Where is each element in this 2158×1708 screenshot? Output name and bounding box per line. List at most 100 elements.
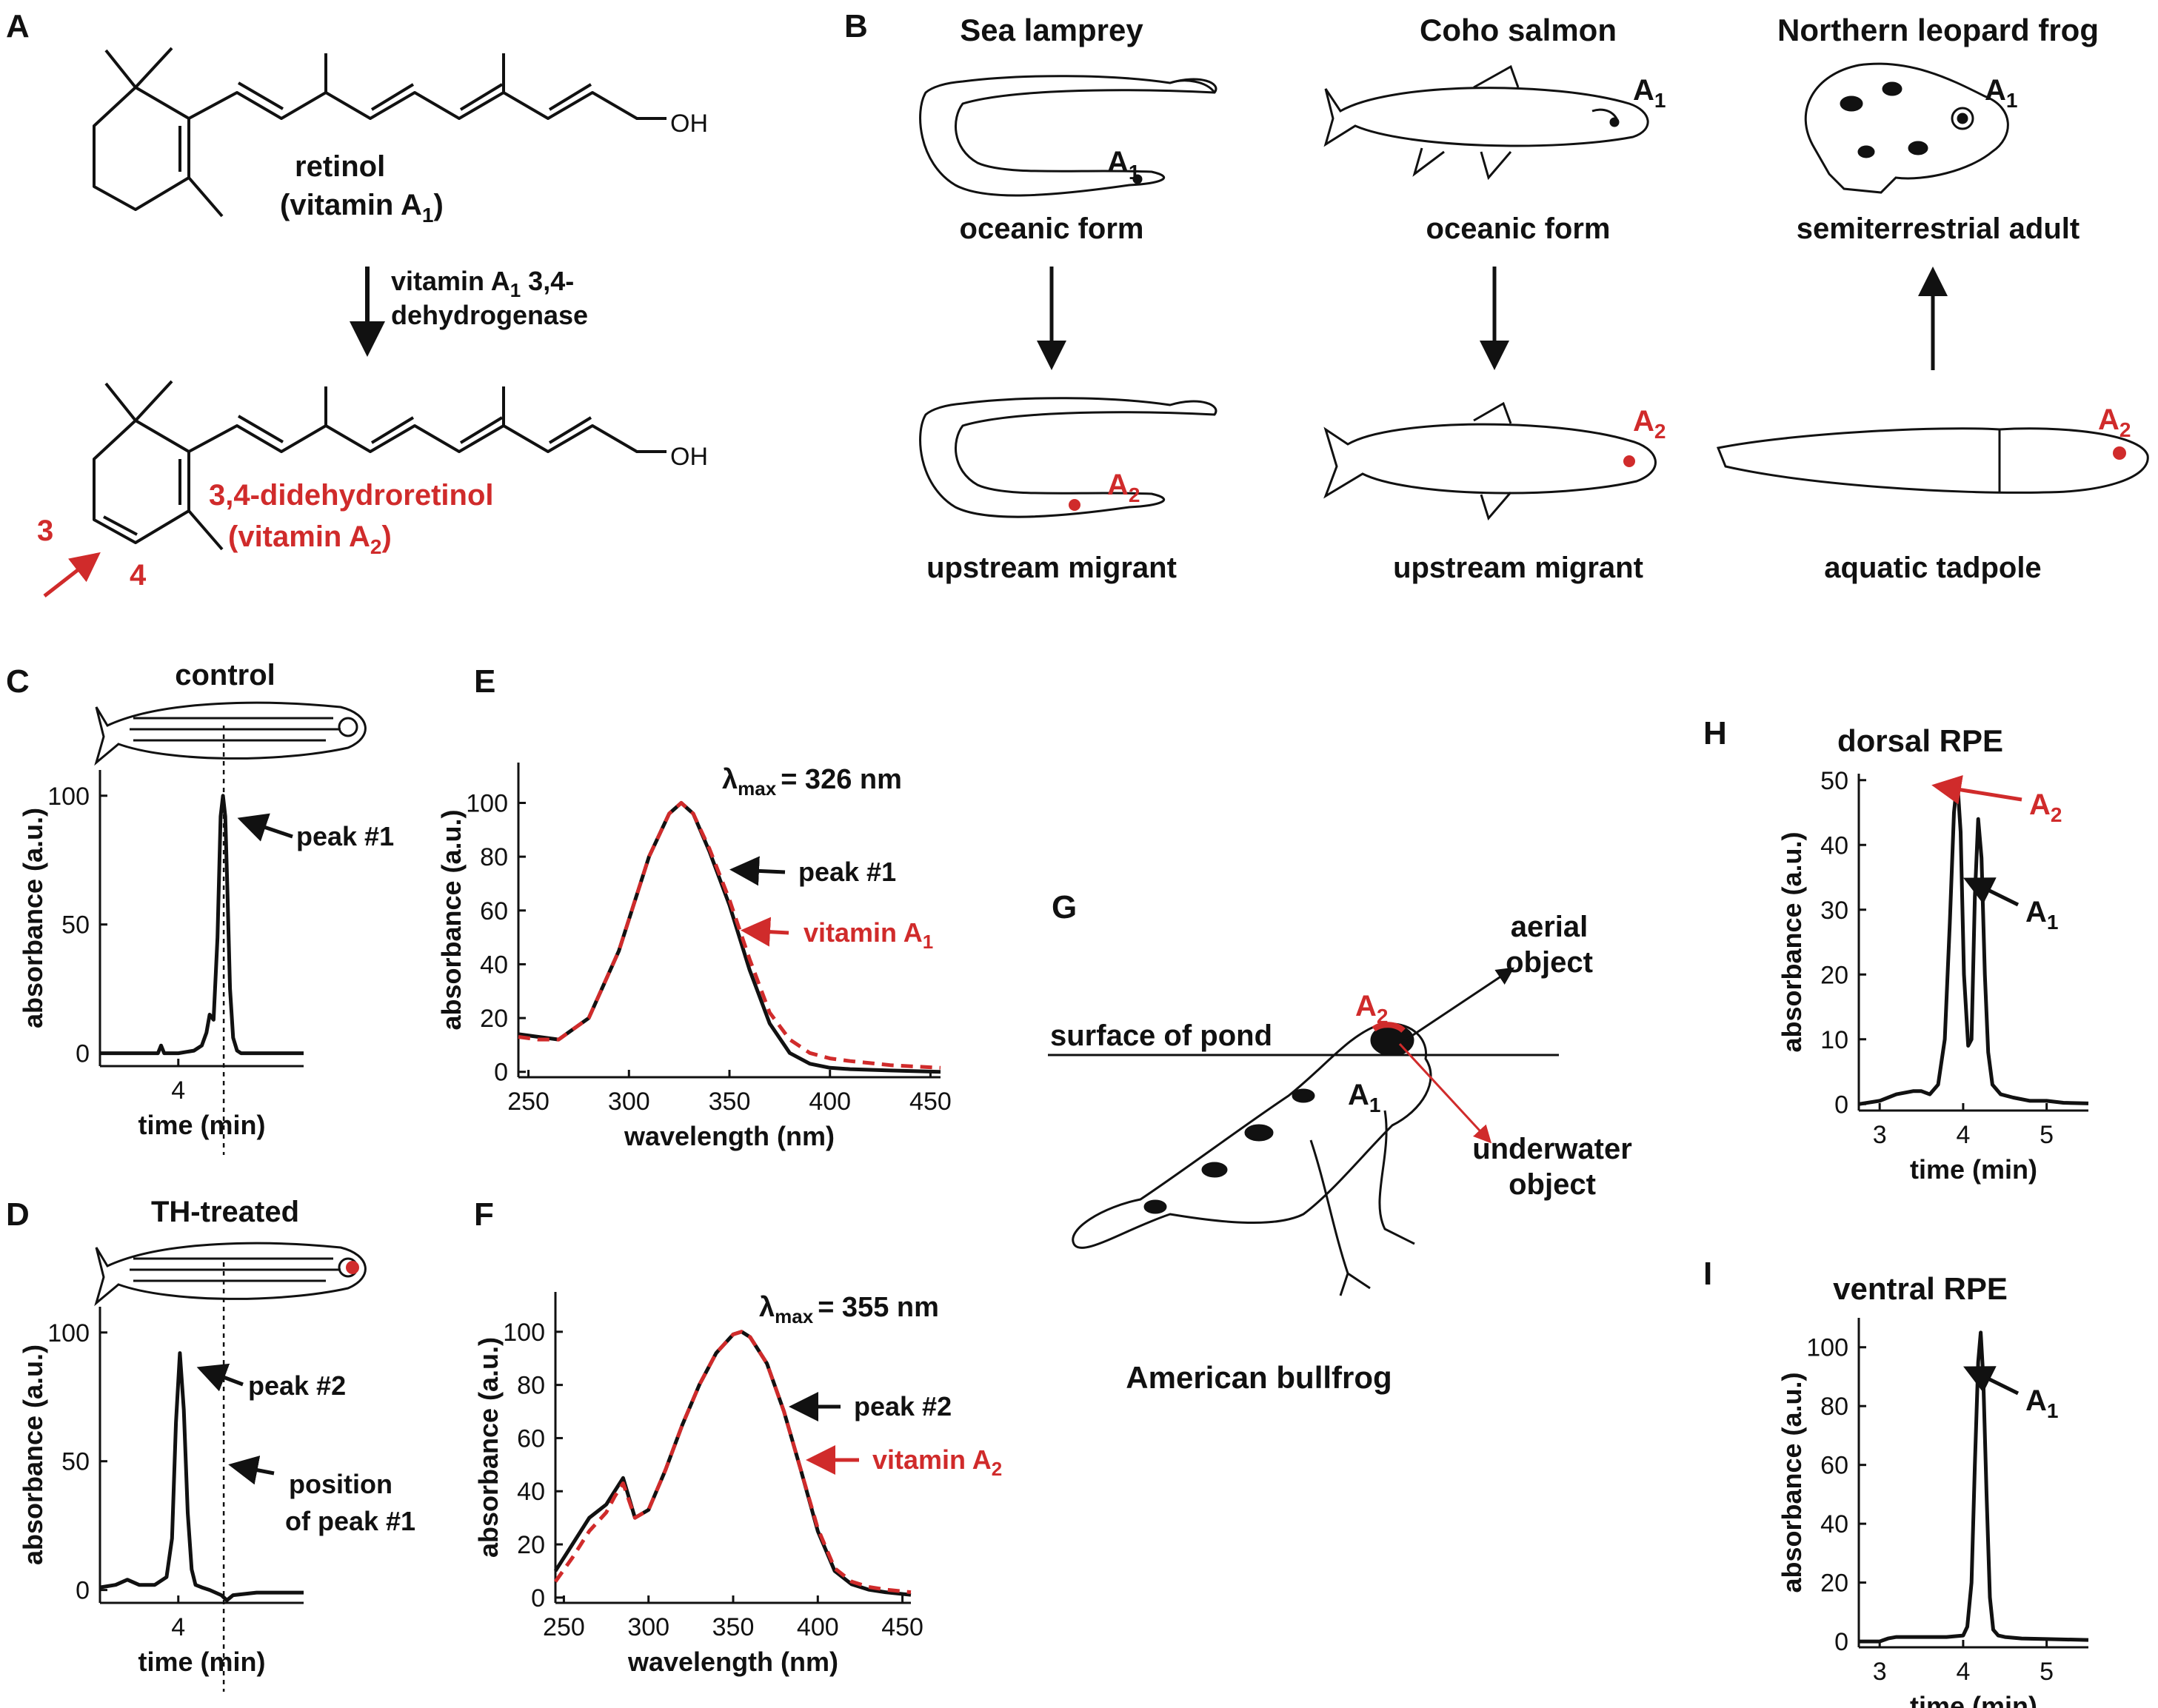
column-title-lamprey: Sea lamprey <box>960 13 1143 47</box>
f-series-line-2 <box>553 1330 912 1595</box>
column-title-salmon: Coho salmon <box>1420 13 1617 47</box>
i-series-line-1 <box>1859 1330 2089 1644</box>
retinol-label: retinol <box>295 150 385 183</box>
panel-letter-b: B <box>844 8 868 44</box>
h-y-tick-label: 20 <box>1820 961 1848 989</box>
i-y-tick-label: 80 <box>1820 1393 1848 1421</box>
retinol-oh: OH <box>670 110 708 138</box>
h-x-tick-label: 5 <box>2040 1121 2054 1149</box>
red-bond-arrow <box>43 552 101 597</box>
frog-top-label: semiterrestrial adult <box>1797 212 2080 245</box>
e-x-tick-label: 400 <box>809 1088 851 1116</box>
zebrafish-control-drawing <box>94 701 367 766</box>
d-position-label-2: of peak #1 <box>285 1506 415 1536</box>
e-x-tick-label: 350 <box>709 1088 751 1116</box>
f-y-axis-label: absorbance (a.u.) <box>473 1337 504 1558</box>
chart-c-annotations: peak #1 <box>237 813 394 851</box>
i-y-axis-label: absorbance (a.u.) <box>1777 1372 1807 1593</box>
underwater-label-1: underwater <box>1472 1133 1632 1165</box>
pond-surface-label: surface of pond <box>1050 1019 1272 1052</box>
h-y-tick-label: 30 <box>1820 897 1848 925</box>
f-y-tick-label: 0 <box>531 1584 545 1612</box>
c-y-tick-label: 0 <box>76 1040 90 1068</box>
i-y-tick-label: 20 <box>1820 1570 1848 1598</box>
panel-d-title: TH-treated <box>151 1196 299 1228</box>
enzyme-label-line2: dehydrogenase <box>391 300 588 330</box>
i-x-tick-label: 3 <box>1873 1658 1887 1686</box>
aerial-ray <box>1399 967 1514 1045</box>
e-y-tick-label: 80 <box>480 843 508 871</box>
h-y-tick-label: 50 <box>1820 767 1848 795</box>
f-x-tick-label: 350 <box>712 1613 755 1641</box>
d-position-label-1: position <box>289 1469 392 1499</box>
e-y-tick-label: 100 <box>466 789 508 817</box>
underwater-label-2: object <box>1509 1168 1596 1201</box>
f-y-tick-label: 20 <box>517 1531 545 1559</box>
f-y-tick-label: 80 <box>517 1372 545 1400</box>
panel-letter-f: F <box>474 1196 494 1233</box>
h-x-tick-label: 4 <box>1956 1121 1970 1149</box>
e-y-tick-label: 0 <box>494 1059 508 1087</box>
panel-letter-e: E <box>474 663 495 700</box>
bullfrog-caption: American bullfrog <box>1126 1360 1392 1395</box>
chart-f-annotations: λmax= 355 nm peak #2 vitamin A2 <box>759 1292 1002 1480</box>
chart-i-annotations: ventral RPE A1 <box>1833 1271 2058 1422</box>
lamprey-top-label: oceanic form <box>960 212 1144 245</box>
bullfrog-upper-chromophore: A2 <box>1355 990 1388 1028</box>
chart-e-annotations: λmax= 326 nm peak #1 vitamin A1 <box>722 764 933 953</box>
c-y-tick-label: 100 <box>47 783 90 811</box>
panel-letter-c: C <box>6 663 30 700</box>
e-lambda-max: λmax= 326 nm <box>722 764 902 800</box>
frog-top-chromophore: A1 <box>1985 74 2017 112</box>
h-red-arrow <box>1931 775 2022 805</box>
e-vitamin-arrow <box>741 917 789 947</box>
d-x-tick-label: 4 <box>171 1613 185 1641</box>
bullfrog-upper-retina <box>1372 1022 1406 1034</box>
h-y-tick-label: 0 <box>1834 1091 1848 1119</box>
h-x-axis-label: time (min) <box>1910 1154 2037 1185</box>
d-y-tick-label: 0 <box>76 1577 90 1605</box>
i-black-label: A1 <box>2025 1384 2058 1422</box>
f-x-tick-label: 300 <box>627 1613 669 1641</box>
tadpole-chromophore: A2 <box>2098 403 2131 441</box>
d-peak-label: peak #2 <box>248 1370 346 1401</box>
lamprey-top-chromophore: A1 <box>1107 146 1140 184</box>
carbon-4-label: 4 <box>130 559 147 592</box>
f-x-axis-label: wavelength (nm) <box>627 1647 838 1677</box>
d-y-tick-label: 100 <box>47 1319 90 1347</box>
panel-letter-a: A <box>6 8 30 44</box>
c-series-line-1 <box>100 794 304 1056</box>
panel-letter-d: D <box>6 1196 30 1233</box>
f-y-tick-label: 60 <box>517 1424 545 1453</box>
h-title: dorsal RPE <box>1837 723 2003 758</box>
i-x-axis-label: time (min) <box>1910 1691 2037 1708</box>
zebrafish-th-drawing <box>94 1242 367 1307</box>
e-x-tick-label: 450 <box>909 1088 952 1116</box>
i-y-tick-label: 60 <box>1820 1452 1848 1480</box>
h-black-arrow <box>1963 877 2020 907</box>
f-series-line-1 <box>553 1330 912 1597</box>
c-y-tick-label: 50 <box>61 911 90 940</box>
h-series-line-1 <box>1858 778 2089 1106</box>
i-black-arrow <box>1963 1366 2020 1396</box>
i-y-tick-label: 100 <box>1806 1334 1848 1362</box>
f-y-tick-label: 40 <box>517 1478 545 1506</box>
e-peak-arrow <box>729 856 786 886</box>
column-title-frog: Northern leopard frog <box>1777 13 2099 47</box>
c-peak-arrow <box>237 813 293 842</box>
salmon-migrant-drawing <box>1323 401 1657 521</box>
e-series-line-2 <box>518 801 941 1070</box>
h-x-tick-label: 3 <box>1873 1121 1887 1149</box>
lamprey-migrant-drawing <box>919 397 1217 518</box>
panel-b-migration: Sea lamprey A1 oceanic form A2 upstream … <box>919 13 2149 584</box>
d-x-axis-label: time (min) <box>138 1647 265 1677</box>
tadpole-drawing <box>1716 427 2149 494</box>
frog-adult-drawing <box>1804 62 2009 194</box>
f-peak-label: peak #2 <box>854 1391 952 1421</box>
d-peak-arrow <box>196 1363 244 1392</box>
